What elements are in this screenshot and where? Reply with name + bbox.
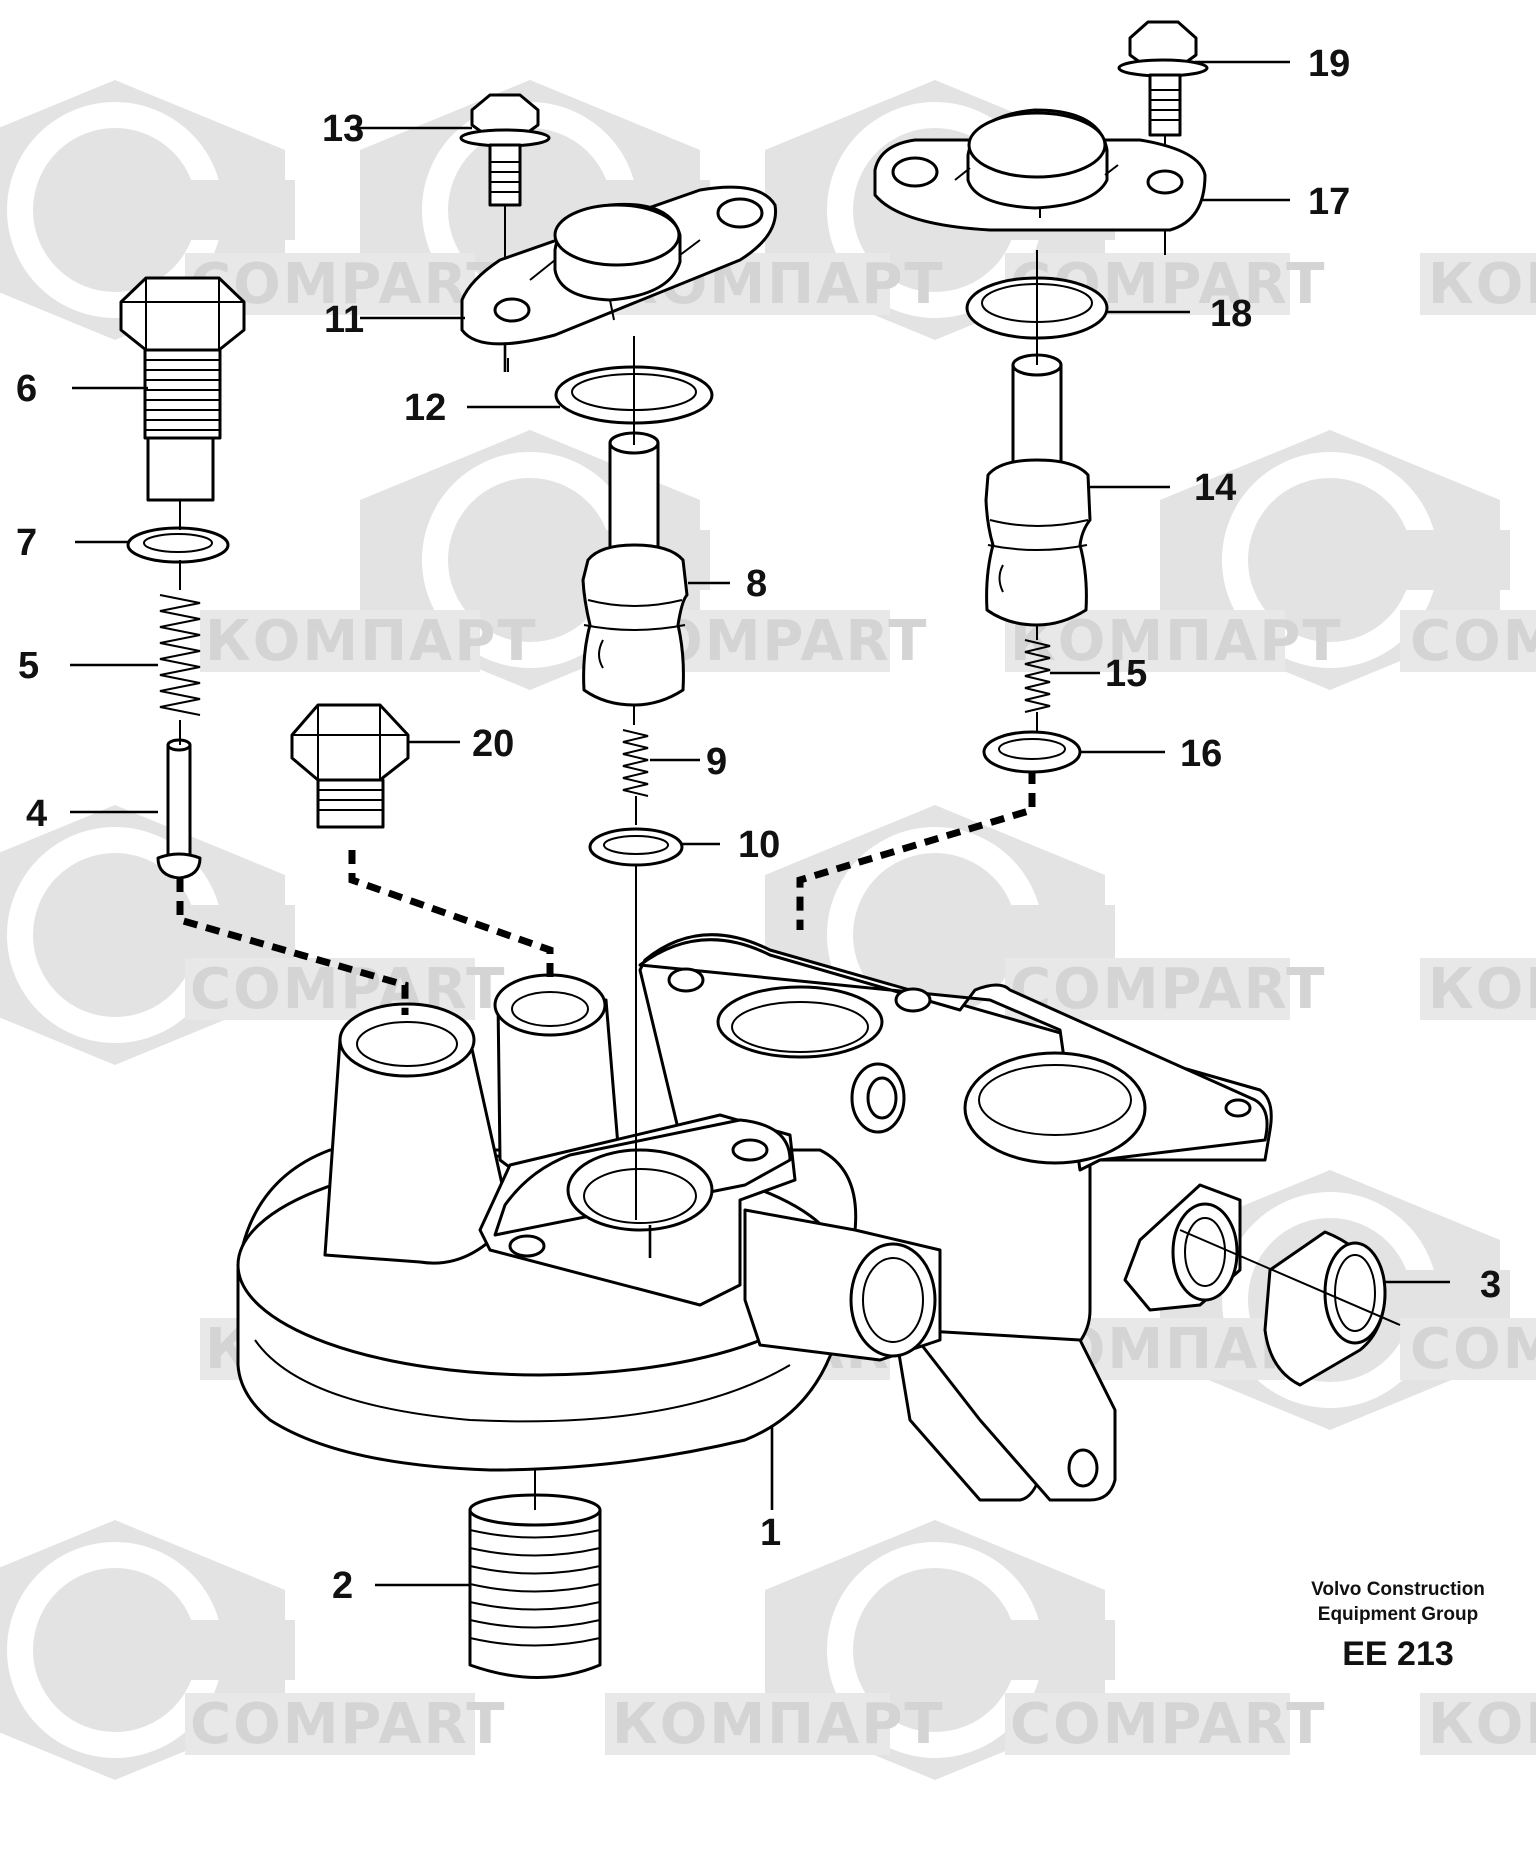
watermark-text: COMPART <box>1010 1692 1326 1757</box>
washer-16 <box>982 730 1082 774</box>
callout-4: 4 <box>26 793 47 835</box>
watermark-text: КОМПАРТ <box>1428 1692 1536 1757</box>
watermark-text: COMPART <box>1010 957 1326 1022</box>
watermark-text: COMPART <box>1410 1317 1536 1382</box>
watermark-text: КОМПАРТ <box>1428 252 1536 317</box>
watermark-text: КОМПАРТ <box>612 1692 945 1757</box>
watermark-text: COMPART <box>190 1692 506 1757</box>
callout-3: 3 <box>1480 1264 1501 1306</box>
watermark-text: КОМПАРТ <box>1428 957 1536 1022</box>
leader-lines <box>70 60 1450 1587</box>
bolt-19 <box>1117 20 1209 137</box>
callout-9: 9 <box>706 741 727 783</box>
callout-5: 5 <box>18 645 39 687</box>
callout-12: 12 <box>404 387 446 429</box>
watermark-text: COMPART <box>1410 609 1536 674</box>
spring-15 <box>1024 639 1051 713</box>
filter-element-2 <box>468 1470 602 1679</box>
caption-figure-code: EE 213 <box>1342 1635 1454 1673</box>
bolt-13 <box>459 93 551 207</box>
spring-9 <box>622 729 649 797</box>
spring-5 <box>159 594 201 716</box>
thermostat-assembly-middle <box>459 93 778 1220</box>
callout-17: 17 <box>1308 181 1350 223</box>
relief-valve-assembly-left <box>119 276 246 880</box>
figure-caption: Volvo Construction Equipment Group EE 21… <box>1311 1579 1485 1673</box>
callout-13: 13 <box>322 108 364 150</box>
plug-20 <box>290 703 410 829</box>
callout-14: 14 <box>1194 467 1236 509</box>
washer-7 <box>126 526 230 564</box>
filter-housing <box>236 933 1273 1502</box>
callout-16: 16 <box>1180 733 1222 775</box>
thermostat-cover-11 <box>460 185 778 346</box>
callout-19: 19 <box>1308 43 1350 85</box>
callout-18: 18 <box>1210 293 1252 335</box>
pin-4 <box>156 738 202 880</box>
callout-2: 2 <box>332 1565 353 1607</box>
watermark-text: КОМПАРТ <box>205 609 538 674</box>
caption-company-line2: Equipment Group <box>1318 1604 1478 1625</box>
callout-10: 10 <box>738 824 780 866</box>
thermostat-cover-17 <box>873 108 1207 232</box>
callout-8: 8 <box>746 563 767 605</box>
caption-company-line1: Volvo Construction <box>1311 1579 1485 1600</box>
callout-7: 7 <box>16 522 37 564</box>
callout-11: 11 <box>324 299 364 341</box>
thermostat-assembly-right <box>873 20 1209 774</box>
callout-20: 20 <box>472 723 514 765</box>
callout-labels: 1 2 3 4 5 6 7 8 9 10 11 12 13 14 15 16 1… <box>16 43 1501 1607</box>
callout-6: 6 <box>16 368 37 410</box>
callout-15: 15 <box>1105 653 1147 695</box>
sleeve-3 <box>1179 1229 1401 1387</box>
callout-1: 1 <box>760 1512 781 1554</box>
washer-10 <box>588 827 684 867</box>
assembly-guide-lines <box>176 770 1036 1015</box>
thermostat-14 <box>984 353 1092 627</box>
